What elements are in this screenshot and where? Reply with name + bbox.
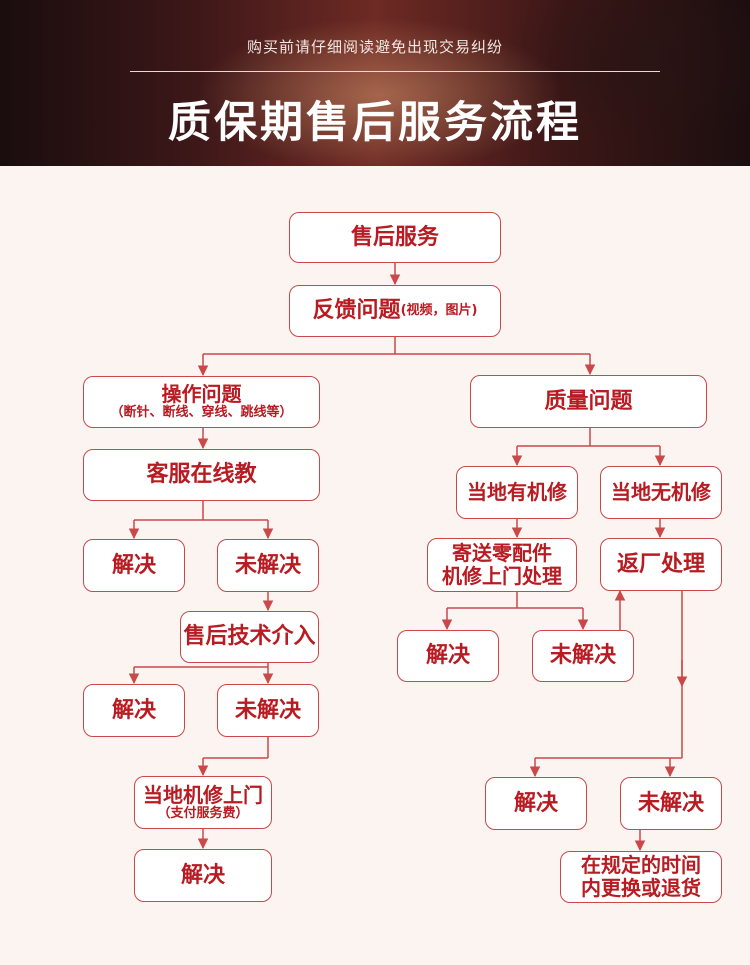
left-resolved-node-3: 解决 [134,849,272,902]
left-unresolved-label-2: 未解决 [234,697,301,723]
right-resolved-node-2: 解决 [485,777,587,830]
replace-return-line2: 内更换或退货 [581,876,701,900]
local-no-repair-label: 当地无机修 [611,480,711,504]
left-resolved-label-1: 解决 [111,552,156,578]
left-resolved-label-2: 解决 [111,697,156,723]
operation-issue-label: 操作问题 [161,382,242,407]
return-factory-node: 返厂处理 [600,538,722,591]
right-unresolved-label-2: 未解决 [637,790,704,816]
header-subtitle: 购买前请仔细阅读避免出现交易纠纷 [246,38,503,56]
quality-issue-label: 质量问题 [544,388,633,414]
right-unresolved-node-1: 未解决 [532,630,634,682]
right-unresolved-node-2: 未解决 [620,777,722,830]
after-sales-label: 售后服务 [350,224,439,250]
online-teaching-node: 客服在线教 [83,449,320,501]
send-parts-line2: 机修上门处理 [442,564,562,588]
send-parts-node: 寄送零配件 机修上门处理 [427,538,577,592]
local-repair-visit-label: 当地机修上门 [143,782,263,807]
left-unresolved-label-1: 未解决 [234,552,301,578]
right-resolved-label-1: 解决 [425,643,470,669]
tech-intervention-node: 售后技术介入 [180,611,319,663]
local-repair-visit-note: （支付服务费） [157,805,249,821]
left-resolved-label-3: 解决 [180,862,225,888]
operation-issue-node: 操作问题 （断针、断线、穿线、跳线等） [83,376,320,428]
left-resolved-node-1: 解决 [83,539,185,592]
left-resolved-node-2: 解决 [83,684,185,737]
feedback-note: (视频，图片) [400,302,478,318]
header-divider [130,71,660,72]
local-has-repair-node: 当地有机修 [456,466,578,519]
after-sales-node: 售后服务 [289,212,501,263]
return-factory-label: 返厂处理 [616,551,705,577]
local-repair-visit-node: 当地机修上门 （支付服务费） [134,776,272,829]
right-resolved-node-1: 解决 [397,630,499,682]
replace-return-line1: 在规定的时间 [581,853,701,877]
send-parts-line1: 寄送零配件 [452,541,552,565]
feedback-label: 反馈问题 [312,298,401,324]
right-unresolved-label-1: 未解决 [549,643,616,669]
right-resolved-label-2: 解决 [513,790,558,816]
header-banner: 购买前请仔细阅读避免出现交易纠纷 质保期售后服务流程 [0,0,750,166]
local-no-repair-node: 当地无机修 [600,466,722,519]
operation-issue-note: （断针、断线、穿线、跳线等） [110,405,293,421]
left-unresolved-node-1: 未解决 [217,539,319,592]
replace-return-node: 在规定的时间 内更换或退货 [560,851,722,903]
quality-issue-node: 质量问题 [470,375,707,428]
local-has-repair-label: 当地有机修 [467,480,567,504]
online-teaching-label: 客服在线教 [146,462,257,488]
left-unresolved-node-2: 未解决 [217,684,319,737]
page-title: 质保期售后服务流程 [168,98,582,148]
tech-intervention-label: 售后技术介入 [183,624,316,650]
feedback-node: 反馈问题(视频，图片) [289,285,501,337]
